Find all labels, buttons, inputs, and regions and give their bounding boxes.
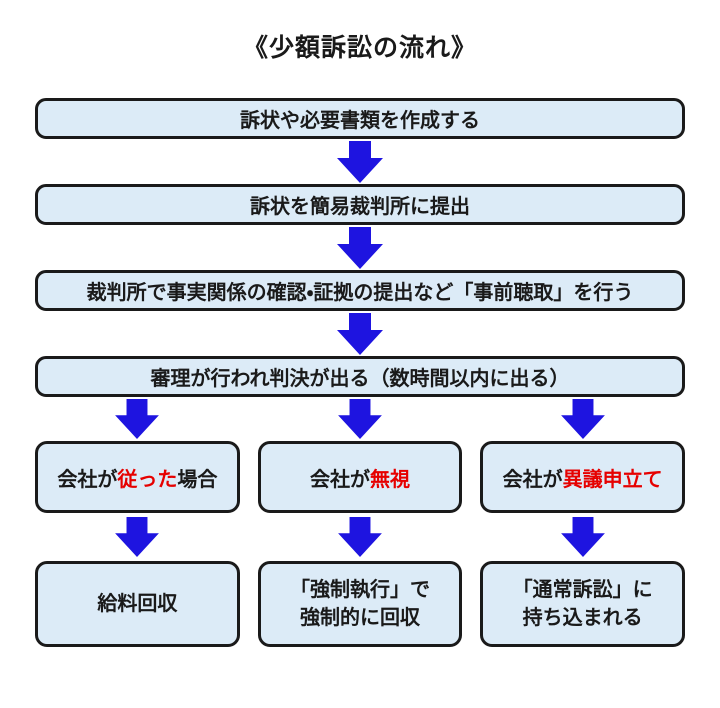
down-arrow-icon [337,226,383,269]
step-box-create-documents: 訴状や必要書類を作成する [35,98,685,139]
arrow-zone [35,311,685,356]
step-box-trial-judgment: 審理が行われ判決が出る（数時間以内に出る） [35,356,685,397]
arrow-zone [35,513,240,561]
flowchart: 訴状や必要書類を作成する 訴状を簡易裁判所に提出 裁判所で事実関係の確認・証拠の… [35,98,686,647]
arrow-zone [258,513,463,561]
down-arrow-icon [338,517,382,557]
branch-text-pre: 会社が [502,468,563,491]
step-box-submit-to-court: 訴状を簡易裁判所に提出 [35,184,685,225]
result-line: 「通常訴訟」に [512,579,653,601]
arrow-zone [480,397,685,441]
branch-text-highlight: 無視 [370,468,410,491]
result-line: 強制的に回収 [300,607,420,629]
branch-text-pre: 会社が [57,468,118,491]
column-objection: 会社が異議申立て 「通常訴訟」に 持ち込まれる [480,397,686,647]
branch-text-highlight: 従った [117,468,178,491]
down-arrow-icon [338,399,382,439]
down-arrow-icon [115,399,160,439]
down-arrow-icon [337,312,383,355]
branch-columns: 会社が従った場合 給料回収 会社が無視 [35,397,686,647]
arrow-zone [35,225,685,270]
branch-box-company-objection: 会社が異議申立て [480,441,686,513]
down-arrow-icon [115,517,160,557]
result-line: 持ち込まれる [522,607,643,629]
page-title: 《少額訴訟の流れ》 [242,34,477,62]
result-line: 給料回収 [97,593,178,615]
result-box-ordinary-lawsuit: 「通常訴訟」に 持ち込まれる [480,561,686,647]
step-box-pre-hearing: 裁判所で事実関係の確認・証拠の提出など「事前聴取」を行う [35,270,685,311]
branch-text-pre: 会社が [310,468,370,491]
down-arrow-icon [560,399,605,439]
branch-box-company-complied: 会社が従った場合 [35,441,240,513]
down-arrow-icon [560,517,605,557]
arrow-zone [35,139,685,184]
arrow-zone [258,397,463,441]
branch-text-post: 場合 [177,468,218,491]
result-box-collect-salary: 給料回収 [35,561,240,647]
column-ignored: 会社が無視 「強制執行」で 強制的に回収 [257,397,463,647]
result-box-forced-execution: 「強制執行」で 強制的に回収 [257,561,463,647]
result-line: 「強制執行」で [290,579,430,601]
branch-text-highlight: 異議申立て [562,468,663,491]
branch-box-company-ignored: 会社が無視 [257,441,463,513]
arrow-zone [35,397,240,441]
arrow-zone [480,513,685,561]
column-complied: 会社が従った場合 給料回収 [35,397,240,647]
down-arrow-icon [337,140,383,183]
